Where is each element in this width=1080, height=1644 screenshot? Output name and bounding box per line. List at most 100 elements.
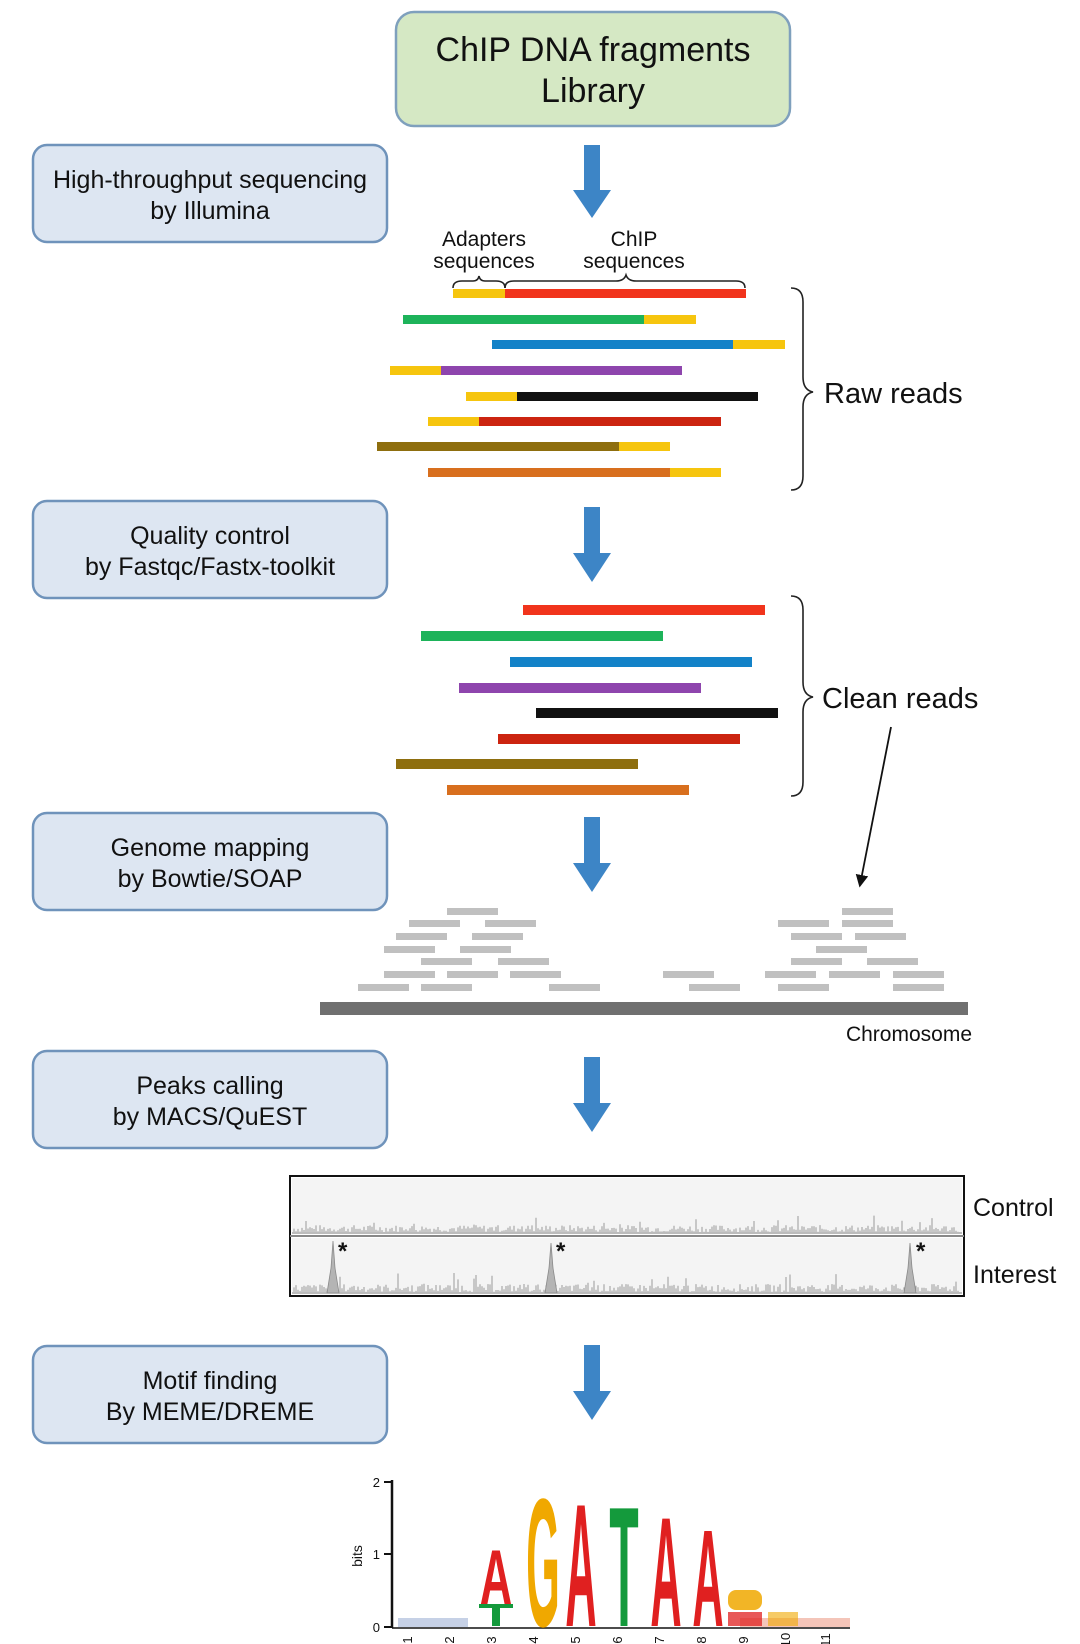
mapped-read xyxy=(549,984,600,991)
logo-position-2: 2 xyxy=(442,1636,457,1643)
logo-position-4: 4 xyxy=(526,1636,541,1643)
logo-letter-t-small-stem xyxy=(492,1604,500,1626)
clean-read-8 xyxy=(447,785,689,795)
logo-position-labels: 1 2 3 4 5 6 7 8 9 10 11 xyxy=(400,1633,833,1644)
logo-position-9: 9 xyxy=(736,1636,751,1643)
mapped-read xyxy=(791,958,842,965)
adapters-label-line-2: sequences xyxy=(433,250,535,273)
mapped-read xyxy=(510,971,561,978)
logo-position-5: 5 xyxy=(568,1636,583,1643)
step-box-quality-control: Quality control by Fastqc/Fastx-toolkit xyxy=(31,499,389,600)
logo-position-6: 6 xyxy=(610,1636,625,1643)
mapped-read xyxy=(384,946,435,953)
logo-y-axis-label: bits xyxy=(349,1545,365,1567)
logo-y-tick-label-1: 1 xyxy=(373,1547,380,1562)
flow-arrow-5 xyxy=(573,1345,611,1420)
logo-letter-t: T xyxy=(609,1471,638,1644)
flow-arrow-4 xyxy=(573,1057,611,1132)
mapped-read xyxy=(472,933,523,940)
clean-reads-label: Clean reads xyxy=(822,683,978,715)
clean-read-6 xyxy=(498,734,740,744)
chip-brace xyxy=(504,272,746,289)
step-qc-line-1: Quality control xyxy=(130,522,290,550)
interest-signal xyxy=(293,1273,959,1292)
clean-read-7 xyxy=(396,759,638,769)
logo-position-10-stack xyxy=(768,1612,798,1626)
step-sequencing-line-1: High-throughput sequencing xyxy=(53,166,367,194)
adapters-label-line-1: Adapters xyxy=(442,228,526,251)
logo-position-3: 3 xyxy=(484,1636,499,1643)
logo-letter-a-3: A xyxy=(650,1486,681,1644)
clean-reads xyxy=(396,605,778,795)
mapped-read xyxy=(829,971,880,978)
mapped-read xyxy=(778,920,829,927)
flow-arrows xyxy=(573,145,611,1420)
mapped-read xyxy=(447,971,498,978)
step-mapping-line-2: by Bowtie/SOAP xyxy=(118,865,303,893)
clean-reads-brace xyxy=(790,595,814,797)
logo-position-9-stack-low xyxy=(728,1612,762,1626)
clean-read-3 xyxy=(510,657,752,667)
mapped-read xyxy=(816,946,867,953)
raw-read-1-adapter xyxy=(453,289,505,298)
raw-reads-label: Raw reads xyxy=(824,378,963,410)
mapped-read xyxy=(842,908,893,915)
raw-read-7 xyxy=(377,442,619,451)
mapped-read xyxy=(689,984,740,991)
mapped-read xyxy=(447,908,498,915)
control-signal xyxy=(293,1215,959,1232)
logo-letter-a-4: A xyxy=(692,1500,723,1644)
logo-position-7: 7 xyxy=(652,1636,667,1643)
raw-read-6 xyxy=(479,417,721,426)
mapped-read xyxy=(867,958,918,965)
raw-read-8 xyxy=(428,468,670,477)
logo-letter-a-2: A xyxy=(565,1468,596,1644)
step-peaks-line-2: by MACS/QuEST xyxy=(113,1103,308,1131)
mapped-read xyxy=(409,920,460,927)
mapped-read xyxy=(358,984,409,991)
clean-read-5 xyxy=(536,708,778,718)
mapped-read xyxy=(396,933,447,940)
clean-reads-pointer-arrow xyxy=(855,726,892,888)
mapped-read xyxy=(384,971,435,978)
step-box-genome-mapping: Genome mapping by Bowtie/SOAP xyxy=(31,811,389,912)
interest-label: Interest xyxy=(973,1261,1056,1289)
mapped-reads xyxy=(358,908,944,991)
raw-read-2 xyxy=(403,315,644,324)
raw-read-1 xyxy=(505,289,746,298)
logo-y-tick-label-0: 0 xyxy=(373,1620,380,1635)
motif-logo: 2 1 0 bits A G A T A A 1 2 3 4 5 6 7 8 9… xyxy=(349,1462,850,1644)
flow-arrow-3 xyxy=(573,817,611,892)
mapped-read xyxy=(663,971,714,978)
flow-arrow-2 xyxy=(573,507,611,582)
read-annotation: Adapters sequences ChIP sequences xyxy=(433,228,746,289)
raw-read-5 xyxy=(517,392,758,401)
mapped-read xyxy=(855,933,906,940)
control-label: Control xyxy=(973,1194,1054,1222)
logo-position-11: 11 xyxy=(818,1633,833,1644)
raw-read-5-adapter xyxy=(466,392,517,401)
peak-marker-1: * xyxy=(338,1238,348,1265)
mapped-read xyxy=(421,984,472,991)
step-mapping-line-1: Genome mapping xyxy=(111,834,310,862)
logo-letter-g: G xyxy=(526,1462,560,1644)
raw-read-4-adapter xyxy=(390,366,441,375)
clean-read-2 xyxy=(421,631,663,641)
step-peaks-line-1: Peaks calling xyxy=(136,1072,283,1100)
peak-marker-2: * xyxy=(556,1238,566,1265)
mapped-read xyxy=(893,984,944,991)
raw-read-3-adapter xyxy=(733,340,785,349)
title-line-1: ChIP DNA fragments xyxy=(436,31,751,69)
mapped-read xyxy=(498,958,549,965)
raw-read-8-adapter xyxy=(670,468,721,477)
mapped-read xyxy=(791,933,842,940)
step-box-sequencing: High-throughput sequencing by Illumina xyxy=(31,143,389,244)
step-qc-line-2: by Fastqc/Fastx-toolkit xyxy=(85,553,335,581)
mapped-read xyxy=(842,920,893,927)
mapped-read xyxy=(460,946,511,953)
mapped-read xyxy=(893,971,944,978)
step-box-peaks-calling: Peaks calling by MACS/QuEST xyxy=(31,1049,389,1150)
raw-read-6-adapter xyxy=(428,417,479,426)
mapped-read xyxy=(485,920,536,927)
